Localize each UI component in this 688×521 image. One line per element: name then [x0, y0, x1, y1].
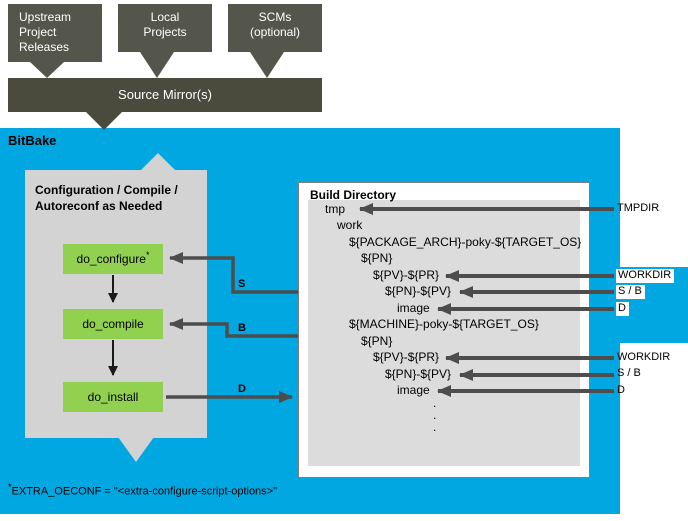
- tree-item-pn-pv: ${PN}-${PV}: [385, 284, 452, 298]
- do-install-task: do_install: [63, 382, 163, 412]
- do-configure-footnote-marker: *: [145, 250, 150, 260]
- pointer-label-workdir-1: WORKDIR: [616, 269, 675, 283]
- do-compile-label: do_compile: [82, 317, 144, 331]
- pointer-label-d-1: D: [616, 302, 629, 316]
- build-directory-title: Build Directory: [310, 188, 397, 202]
- scms-box-tail: [250, 52, 284, 78]
- source-mirrors-bar: Source Mirror(s): [8, 78, 322, 112]
- do-install-label: do_install: [87, 390, 139, 404]
- build-directory-inner-panel: [308, 200, 580, 466]
- tree-item-image: image: [397, 301, 430, 315]
- pointer-label-s-b-2: S / B: [617, 367, 641, 379]
- do-configure-label: do_configure: [76, 252, 146, 266]
- tree-ellipsis-dot: .: [433, 408, 437, 422]
- do-configure-task: do_configure*: [63, 244, 163, 274]
- local-projects-box: Local Projects: [118, 4, 212, 52]
- config-panel-notch-up: [141, 153, 175, 170]
- source-mirrors-tail: [86, 112, 122, 130]
- footnote-marker: *: [8, 482, 12, 492]
- flow-label-s: S: [238, 278, 246, 290]
- footnote-text: EXTRA_OECONF = "<extra-configure-script-…: [11, 485, 278, 498]
- pointer-label-tmpdir: TMPDIR: [617, 202, 660, 214]
- upstream-project-releases-box: Upstream Project Releases: [8, 4, 102, 62]
- bitbake-title: BitBake: [8, 133, 57, 148]
- scms-box: SCMs (optional): [228, 4, 322, 52]
- flow-label-b: B: [238, 322, 246, 334]
- config-panel-tail-down: [118, 437, 154, 462]
- pointer-label-d-2: D: [617, 384, 625, 396]
- config-panel-title: Configuration / Compile / Autoreconf as …: [35, 183, 178, 213]
- pointer-label-s-b-1: S / B: [616, 285, 645, 299]
- tree-ellipsis-dot: .: [433, 420, 437, 434]
- tree-item-pn: ${PN}: [361, 251, 393, 265]
- tree-item-work: work: [337, 218, 363, 232]
- extra-oeconf-footnote: *EXTRA_OECONF = "<extra-configure-script…: [8, 482, 277, 498]
- tree-ellipsis-dot: .: [433, 396, 437, 410]
- tree-item-machine: ${MACHINE}-poky-${TARGET_OS}: [349, 317, 539, 331]
- local-projects-box-tail: [140, 52, 174, 78]
- tree-item-tmp: tmp: [325, 202, 346, 216]
- tree-item-image-2: image: [397, 383, 430, 397]
- pointer-label-workdir-2: WORKDIR: [617, 351, 671, 363]
- tree-item-package-arch: ${PACKAGE_ARCH}-poky-${TARGET_OS}: [349, 235, 582, 249]
- tree-item-pv-pr-2: ${PV}-${PR}: [373, 350, 440, 364]
- tree-item-pv-pr: ${PV}-${PR}: [373, 268, 440, 282]
- do-compile-task: do_compile: [63, 309, 163, 339]
- tree-item-pn-pv-2: ${PN}-${PV}: [385, 367, 452, 381]
- upstream-box-tail: [30, 62, 64, 78]
- flow-label-d: D: [238, 383, 246, 395]
- tree-item-pn-2: ${PN}: [361, 334, 393, 348]
